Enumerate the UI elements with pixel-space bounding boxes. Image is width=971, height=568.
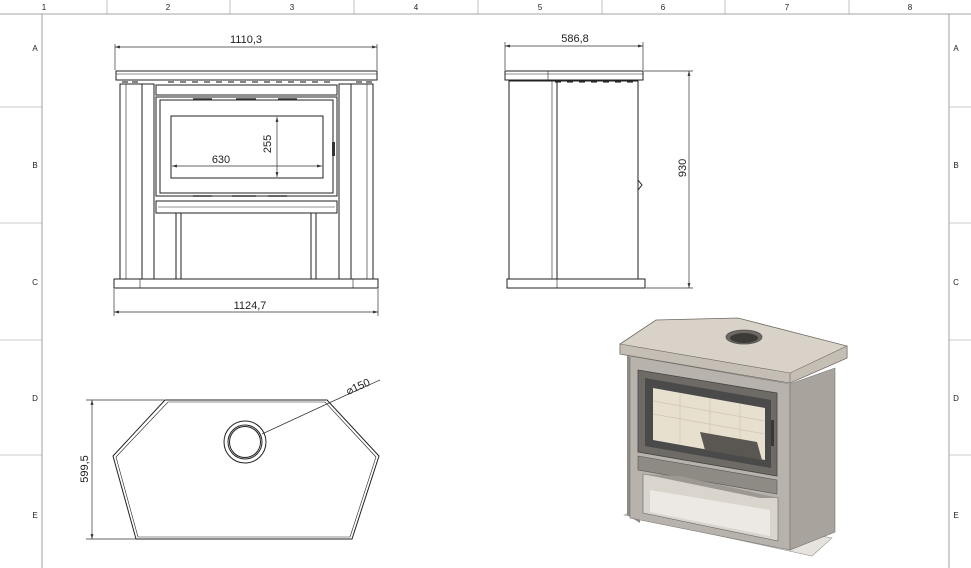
dimension-label: 1110,3: [230, 34, 262, 46]
top-view: [112, 399, 380, 540]
column-label: 8: [908, 3, 913, 12]
flue-diameter-callout: ⌀150: [261, 377, 381, 435]
side-depth-dimension: 586,8: [504, 33, 644, 70]
column-label: 6: [661, 3, 666, 12]
column-label: 2: [166, 3, 171, 12]
front-top-width-dimension: 1110,3: [114, 34, 378, 70]
side-view: [504, 70, 646, 289]
glass-width-dimension: 630: [172, 154, 322, 168]
dimension-label: 586,8: [561, 33, 589, 45]
dimension-label: ⌀150: [344, 377, 372, 398]
column-label: 4: [414, 3, 419, 12]
row-label: E: [953, 511, 958, 520]
row-label: B: [32, 161, 37, 170]
row-label: A: [32, 44, 38, 53]
row-label: C: [953, 278, 959, 287]
column-label: 3: [290, 3, 295, 12]
row-label: A: [953, 44, 959, 53]
front-view: [113, 70, 379, 289]
side-height-dimension: 930: [644, 70, 693, 289]
row-label: B: [953, 161, 958, 170]
row-labels: A B C D E A B C D E: [32, 44, 959, 520]
column-label: 7: [785, 3, 790, 12]
row-label: D: [953, 394, 959, 403]
top-depth-dimension: 599,5: [79, 399, 164, 540]
column-label: 5: [538, 3, 543, 12]
dimension-label: 1124,7: [234, 300, 267, 312]
dimension-label: 930: [677, 159, 689, 177]
front-base-width-dimension: 1124,7: [113, 289, 379, 316]
dimension-label: 630: [212, 154, 230, 166]
dimension-label: 599,5: [79, 455, 91, 483]
stove-3d-render: [619, 317, 848, 557]
row-label: D: [32, 394, 38, 403]
row-label: C: [32, 278, 38, 287]
row-label: E: [32, 511, 37, 520]
dimension-label: 255: [262, 135, 274, 153]
column-labels: 1 2 3 4 5 6 7 8: [42, 3, 913, 12]
column-label: 1: [42, 3, 47, 12]
glass-height-dimension: 255: [262, 117, 279, 177]
